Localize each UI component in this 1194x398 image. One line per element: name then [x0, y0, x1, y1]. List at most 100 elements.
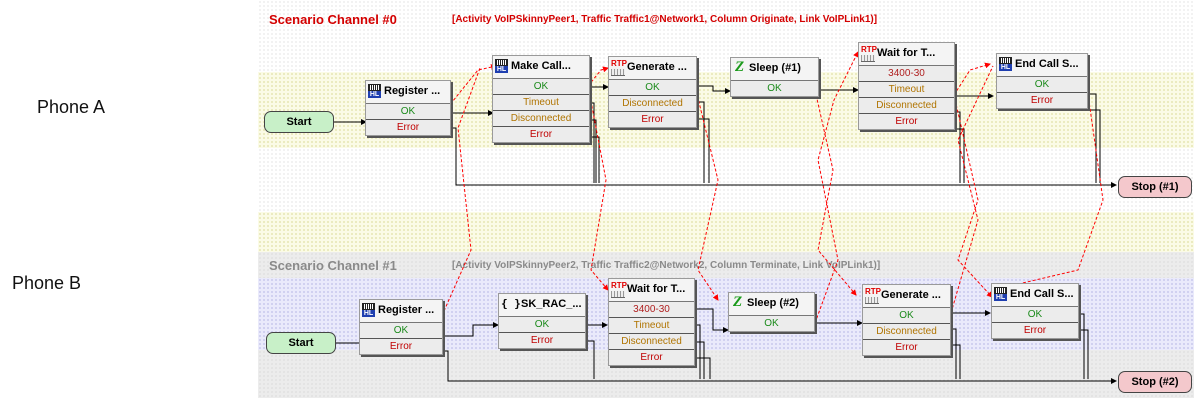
sync-wire: [953, 94, 993, 298]
node-title: Wait for T...: [627, 283, 686, 295]
port-disconnected[interactable]: Disconnected: [609, 96, 696, 112]
port-ok[interactable]: OK: [609, 80, 696, 96]
port-error[interactable]: Error: [641, 114, 664, 125]
stop-label: Stop (#2): [1131, 376, 1179, 388]
node-title: Generate ...: [627, 61, 687, 73]
port-error[interactable]: Error: [1030, 95, 1054, 106]
phone-a-label: Phone A: [37, 97, 106, 117]
port-tone[interactable]: 3400-30: [609, 302, 694, 318]
stop-node-channel-0[interactable]: Stop (#1): [1118, 176, 1192, 198]
node-header[interactable]: Z Sleep (#2): [729, 293, 814, 316]
port-timeout[interactable]: Timeout: [493, 95, 589, 111]
port-ok[interactable]: OK: [992, 307, 1078, 323]
port-disconnected[interactable]: Disconnected: [493, 111, 589, 127]
wire: [586, 340, 595, 379]
channel-1-lane-bottom: [258, 350, 1194, 398]
sleep-icon: Z: [733, 294, 743, 310]
start-node-channel-0[interactable]: Start: [264, 111, 334, 133]
port-ok[interactable]: OK: [493, 79, 589, 95]
channel-1-subtitle: [Activity VoIPSkinnyPeer2, Traffic Traff…: [452, 260, 881, 271]
port-error[interactable]: Error: [396, 122, 420, 133]
port-ok[interactable]: OK: [997, 77, 1087, 93]
hl-icon: HL: [362, 303, 375, 318]
wire: [695, 341, 705, 379]
port-error[interactable]: Error: [389, 341, 413, 352]
port-error[interactable]: Error: [895, 342, 918, 353]
port-disconnected[interactable]: Disconnected: [863, 324, 950, 340]
wire: [1079, 313, 1085, 379]
node-title: SK_RAC_...: [521, 298, 582, 310]
wire: [1088, 109, 1101, 183]
node-title: Sleep (#1): [749, 62, 801, 74]
port-ok[interactable]: OK: [360, 323, 442, 339]
port-disconnected[interactable]: Disconnected: [859, 98, 954, 114]
port-tone[interactable]: 3400-30: [859, 66, 954, 82]
port-error[interactable]: Error: [530, 335, 554, 346]
start-label: Start: [288, 337, 314, 349]
port-ok[interactable]: OK: [863, 308, 950, 324]
sk-rac-node-channel-1[interactable]: { }SK_RAC_... OK Error: [498, 293, 586, 349]
rtp-icon: RTP: [865, 287, 881, 304]
node-title: End Call S...: [1015, 58, 1079, 70]
port-error[interactable]: Error: [640, 352, 663, 363]
port-ok[interactable]: OK: [764, 318, 779, 329]
sync-wire: [992, 93, 1104, 292]
port-error[interactable]: Error: [895, 116, 918, 127]
rtp-icon: RTP: [611, 281, 627, 298]
sleep-node-channel-1[interactable]: Z Sleep (#2) OK: [728, 292, 815, 332]
wire: [590, 102, 595, 183]
port-error[interactable]: Error: [529, 129, 553, 140]
wire: [697, 85, 731, 94]
port-ok[interactable]: OK: [366, 104, 450, 120]
node-title: Make Call...: [511, 60, 571, 72]
wire: [695, 308, 729, 333]
node-title: Generate ...: [881, 289, 941, 301]
wire: [695, 357, 711, 379]
port-ok[interactable]: OK: [767, 83, 782, 94]
wire: [955, 128, 965, 183]
port-disconnected[interactable]: Disconnected: [609, 334, 694, 350]
wire: [451, 127, 1117, 188]
stop-node-channel-1[interactable]: Stop (#2): [1118, 371, 1192, 393]
script-icon: { }: [501, 297, 521, 310]
port-timeout[interactable]: Timeout: [859, 82, 954, 98]
sync-wire: [443, 67, 481, 312]
sync-wire: [953, 62, 991, 96]
port-timeout[interactable]: Timeout: [609, 318, 694, 334]
wire: [951, 328, 957, 379]
port-error[interactable]: Error: [1023, 325, 1047, 336]
sync-wire: [950, 65, 994, 314]
wire: [697, 118, 710, 183]
port-ok[interactable]: OK: [499, 317, 585, 333]
scenario-canvas[interactable]: Scenario Channel #0 [Activity VoIPSkinny…: [258, 0, 1194, 398]
channel-0-lane-bottom: [258, 212, 1194, 252]
node-header[interactable]: { }SK_RAC_...: [499, 294, 585, 317]
hl-icon: HL: [495, 59, 508, 74]
node-title: Sleep (#2): [747, 297, 799, 309]
sync-wire: [443, 64, 497, 113]
rtp-icon: RTP: [611, 59, 627, 76]
wire: [955, 111, 961, 183]
start-node-channel-1[interactable]: Start: [266, 332, 336, 354]
phone-b-label: Phone B: [12, 273, 82, 293]
